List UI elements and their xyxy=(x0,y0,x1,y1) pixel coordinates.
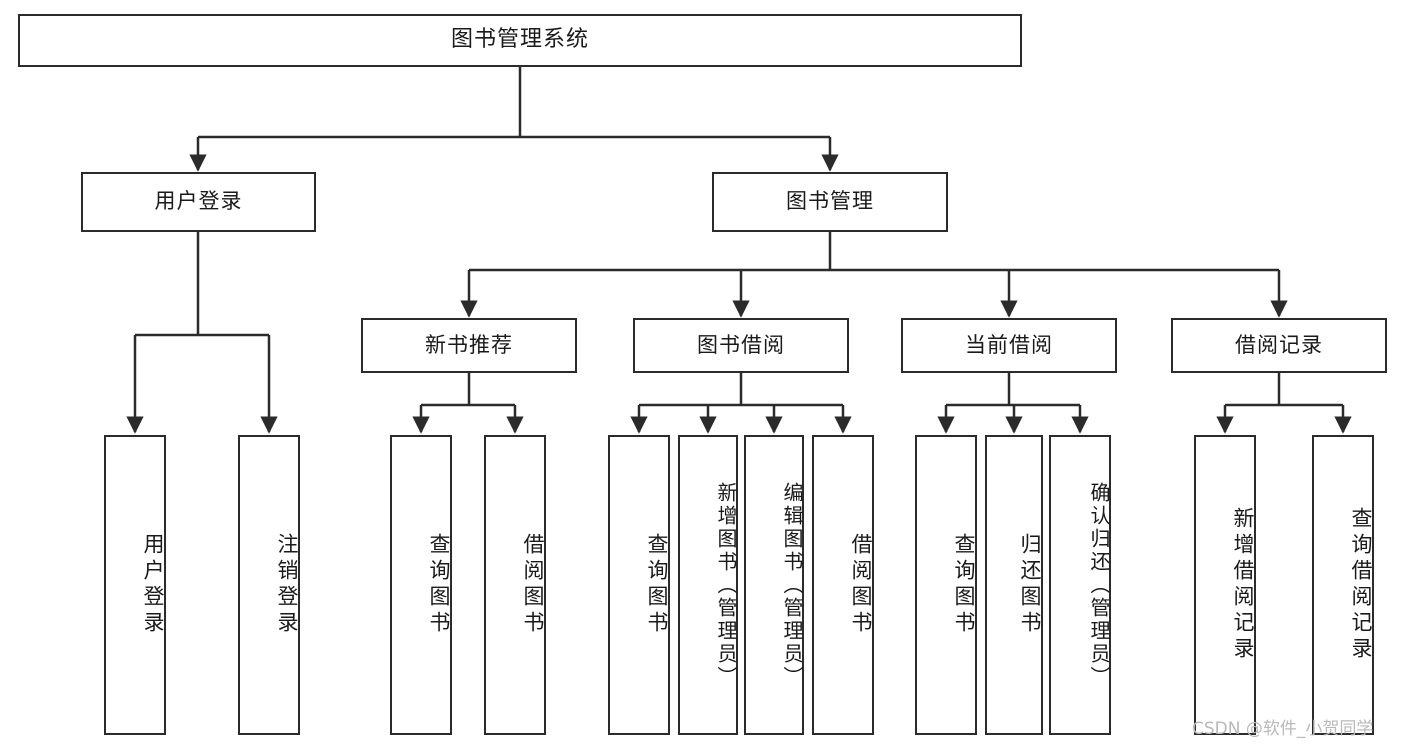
node-book-manage[interactable]: 图书管理 xyxy=(712,172,948,232)
node-leaf-query-borrow-record[interactable]: 查询借阅记录 xyxy=(1312,435,1374,735)
node-leaf-add-borrow-record[interactable]: 新增借阅记录 xyxy=(1194,435,1256,735)
node-leaf-borrow-book[interactable]: 借阅图书 xyxy=(812,435,874,735)
csdn-watermark: CSDN @软件_小贺同学 xyxy=(1192,719,1374,739)
node-current-borrow[interactable]: 当前借阅 xyxy=(901,318,1117,373)
node-leaf-query-book-rec[interactable]: 查询图书 xyxy=(390,435,452,735)
node-leaf-edit-book-admin[interactable]: 编辑图书（管理员） xyxy=(744,435,804,735)
node-user-login[interactable]: 用户登录 xyxy=(81,172,316,232)
node-new-book-recommend[interactable]: 新书推荐 xyxy=(361,318,577,373)
node-leaf-confirm-return-admin[interactable]: 确认归还（管理员） xyxy=(1049,435,1111,735)
node-leaf-query-book-borrow[interactable]: 查询图书 xyxy=(608,435,670,735)
node-root-system[interactable]: 图书管理系统 xyxy=(18,14,1022,67)
node-leaf-return-book[interactable]: 归还图书 xyxy=(985,435,1043,735)
node-leaf-borrow-book-rec[interactable]: 借阅图书 xyxy=(484,435,546,735)
node-leaf-add-book-admin[interactable]: 新增图书（管理员） xyxy=(678,435,738,735)
node-book-borrow[interactable]: 图书借阅 xyxy=(633,318,849,373)
node-leaf-query-book-current[interactable]: 查询图书 xyxy=(915,435,977,735)
node-borrow-record[interactable]: 借阅记录 xyxy=(1171,318,1387,373)
node-leaf-user-logout[interactable]: 注销登录 xyxy=(238,435,300,735)
node-leaf-user-login[interactable]: 用户登录 xyxy=(104,435,166,735)
